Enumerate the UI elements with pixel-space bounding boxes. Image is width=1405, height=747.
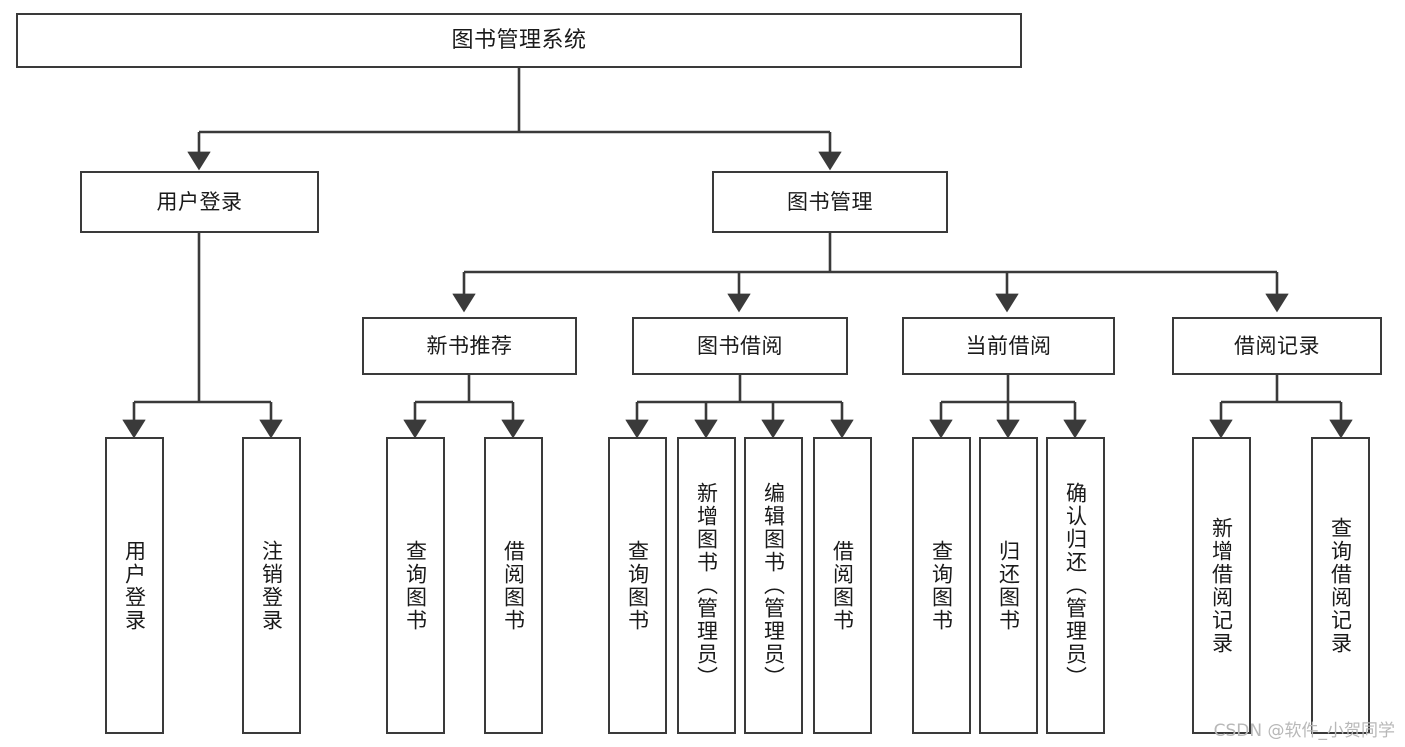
node-book-management[interactable]: 图书管理 xyxy=(712,171,948,233)
node-leaf-return-book[interactable]: 归还图书 xyxy=(979,437,1038,734)
node-new-book-recommend[interactable]: 新书推荐 xyxy=(362,317,577,375)
node-label: 查询图书 xyxy=(929,539,954,632)
node-label: 借阅图书 xyxy=(830,539,855,632)
node-label: 新书推荐 xyxy=(426,333,513,358)
node-label: 图书管理 xyxy=(787,189,873,214)
node-root-book-management-system[interactable]: 图书管理系统 xyxy=(16,13,1022,68)
node-label: 编辑图书（管理员） xyxy=(761,482,786,689)
node-label: 注销登录 xyxy=(259,539,284,632)
node-leaf-edit-book-admin[interactable]: 编辑图书（管理员） xyxy=(744,437,803,734)
node-label: 查询图书 xyxy=(625,539,650,632)
node-label: 借阅图书 xyxy=(501,539,526,632)
csdn-watermark: CSDN @软件_小贺同学 xyxy=(1213,721,1395,741)
node-label: 确认归还（管理员） xyxy=(1063,482,1088,689)
node-leaf-borrow-book[interactable]: 借阅图书 xyxy=(813,437,872,734)
node-leaf-confirm-return-admin[interactable]: 确认归还（管理员） xyxy=(1046,437,1105,734)
node-leaf-add-borrow-record[interactable]: 新增借阅记录 xyxy=(1192,437,1251,734)
node-label: 用户登录 xyxy=(156,189,243,214)
node-current-borrow[interactable]: 当前借阅 xyxy=(902,317,1115,375)
node-label: 新增借阅记录 xyxy=(1209,516,1234,655)
node-leaf-query-book-borrow[interactable]: 查询图书 xyxy=(608,437,667,734)
node-label: 新增图书（管理员） xyxy=(694,482,719,689)
node-user-login[interactable]: 用户登录 xyxy=(80,171,319,233)
node-label: 查询借阅记录 xyxy=(1328,516,1353,655)
node-leaf-user-login[interactable]: 用户登录 xyxy=(105,437,164,734)
node-label: 图书管理系统 xyxy=(451,27,587,53)
node-leaf-add-book-admin[interactable]: 新增图书（管理员） xyxy=(677,437,736,734)
node-label: 查询图书 xyxy=(403,539,428,632)
node-leaf-query-book-current[interactable]: 查询图书 xyxy=(912,437,971,734)
node-borrow-record[interactable]: 借阅记录 xyxy=(1172,317,1382,375)
node-label: 借阅记录 xyxy=(1234,333,1320,358)
node-leaf-logout-login[interactable]: 注销登录 xyxy=(242,437,301,734)
node-label: 当前借阅 xyxy=(965,333,1052,358)
node-leaf-query-borrow-record[interactable]: 查询借阅记录 xyxy=(1311,437,1370,734)
node-label: 归还图书 xyxy=(996,539,1021,632)
node-leaf-query-book-recommend[interactable]: 查询图书 xyxy=(386,437,445,734)
node-label: 用户登录 xyxy=(122,539,147,632)
node-leaf-borrow-book-recommend[interactable]: 借阅图书 xyxy=(484,437,543,734)
node-label: 图书借阅 xyxy=(697,333,783,358)
node-book-borrow[interactable]: 图书借阅 xyxy=(632,317,848,375)
